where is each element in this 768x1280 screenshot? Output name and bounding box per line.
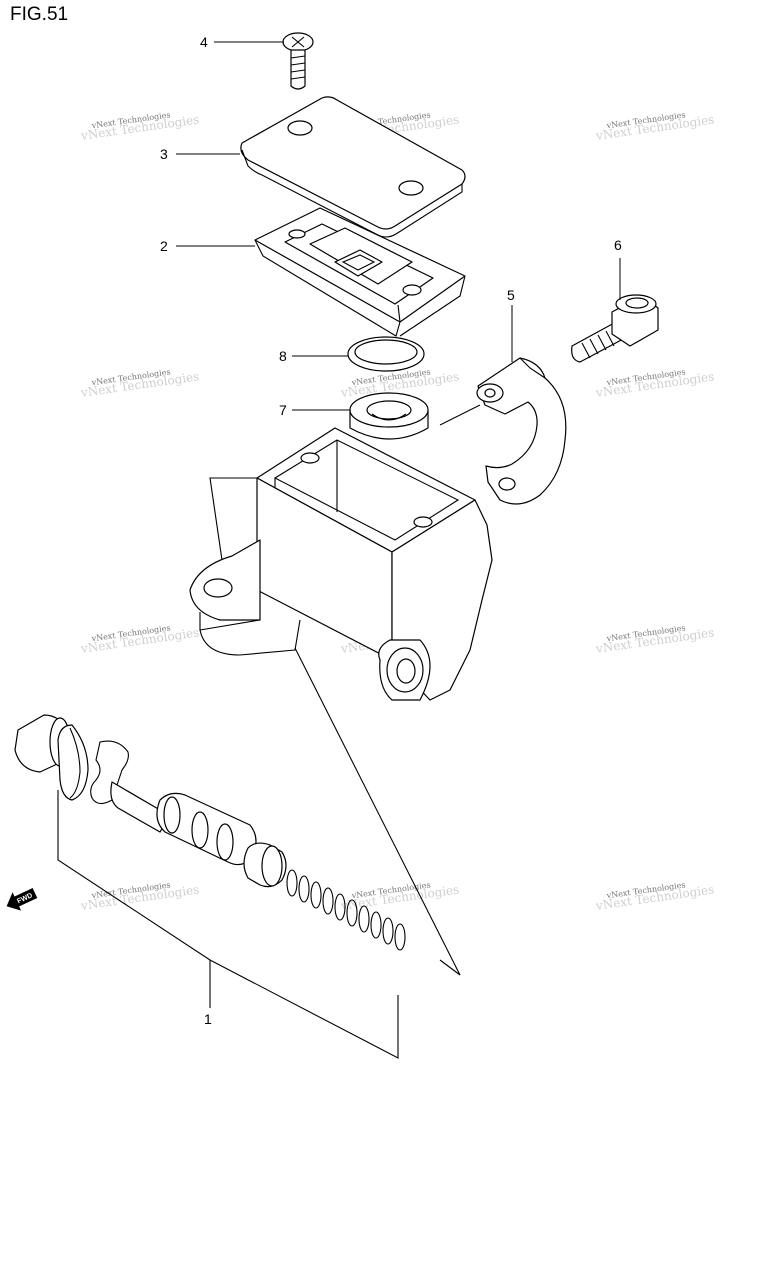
part-bolt bbox=[571, 294, 659, 363]
callouts: 4 3 2 6 5 8 7 1 bbox=[160, 34, 622, 1027]
watermark: vNext Technologies vNext Technologies bbox=[79, 623, 200, 656]
callout-8: 8 bbox=[279, 348, 287, 364]
callout-4: 4 bbox=[200, 34, 208, 50]
part-boot bbox=[349, 392, 429, 440]
figure-title: FIG.51 bbox=[10, 4, 69, 25]
callout-5: 5 bbox=[507, 287, 515, 303]
part-reservoir-cap bbox=[240, 96, 466, 238]
callout-6: 6 bbox=[614, 237, 622, 253]
part-piston-cup-set bbox=[14, 714, 406, 1059]
watermark: vNext Technologies vNext Technologies bbox=[594, 367, 715, 400]
callout-2: 2 bbox=[160, 238, 168, 254]
part-master-cylinder-body bbox=[189, 427, 493, 976]
watermark: vNext Technologies vNext Technologies bbox=[79, 110, 200, 143]
watermark: vNext Technologies vNext Technologies bbox=[594, 623, 715, 656]
watermark: vNext Technologies vNext Technologies bbox=[79, 880, 200, 913]
leader-lines bbox=[176, 41, 621, 426]
part-diaphragm bbox=[254, 207, 466, 337]
fwd-arrow-icon: FWD bbox=[6, 888, 38, 911]
callout-1: 1 bbox=[204, 1011, 212, 1027]
watermark: vNext Technologies vNext Technologies bbox=[594, 880, 715, 913]
watermark: vNext Technologies vNext Technologies bbox=[79, 367, 200, 400]
callout-3: 3 bbox=[160, 146, 168, 162]
callout-7: 7 bbox=[279, 402, 287, 418]
part-o-ring bbox=[347, 336, 425, 372]
spring bbox=[286, 869, 406, 951]
part-holder-clamp bbox=[476, 357, 567, 505]
part-screw bbox=[282, 32, 314, 90]
watermark: vNext Technologies vNext Technologies bbox=[594, 110, 715, 143]
